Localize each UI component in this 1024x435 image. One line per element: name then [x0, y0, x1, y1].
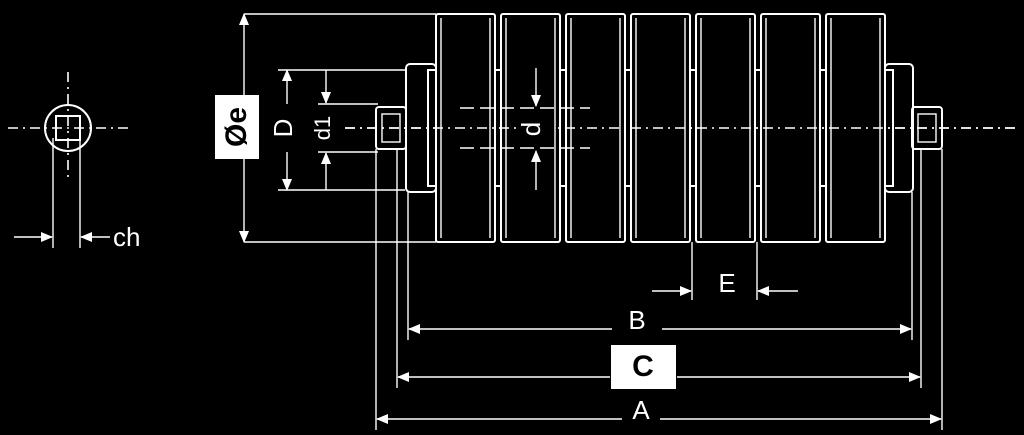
- dim-E: E: [652, 242, 798, 300]
- C-label: C: [632, 350, 654, 383]
- side-view: [345, 13, 1018, 243]
- B-label: B: [628, 305, 645, 335]
- diameter-e-label-box: [215, 95, 259, 159]
- C-label-box: [611, 345, 676, 389]
- shaft-square: [55, 115, 81, 141]
- dim-C: C: [396, 149, 922, 389]
- dim-B: B: [407, 192, 913, 340]
- shaft-circle: [44, 104, 92, 152]
- d1-label: d1: [310, 116, 335, 140]
- D-label: D: [268, 119, 298, 138]
- dim-A: A: [375, 149, 943, 430]
- dim-D: D: [268, 69, 405, 191]
- dim-diameter-e: Øe: [215, 12, 436, 243]
- dim-d1: d1: [310, 70, 378, 190]
- ch-label: ch: [113, 222, 140, 252]
- dim-d: d: [516, 68, 554, 190]
- E-label: E: [718, 268, 735, 298]
- d-label: d: [516, 122, 546, 136]
- diameter-e-label: Øe: [220, 107, 253, 147]
- A-label: A: [632, 395, 650, 425]
- end-view: ch: [8, 72, 140, 252]
